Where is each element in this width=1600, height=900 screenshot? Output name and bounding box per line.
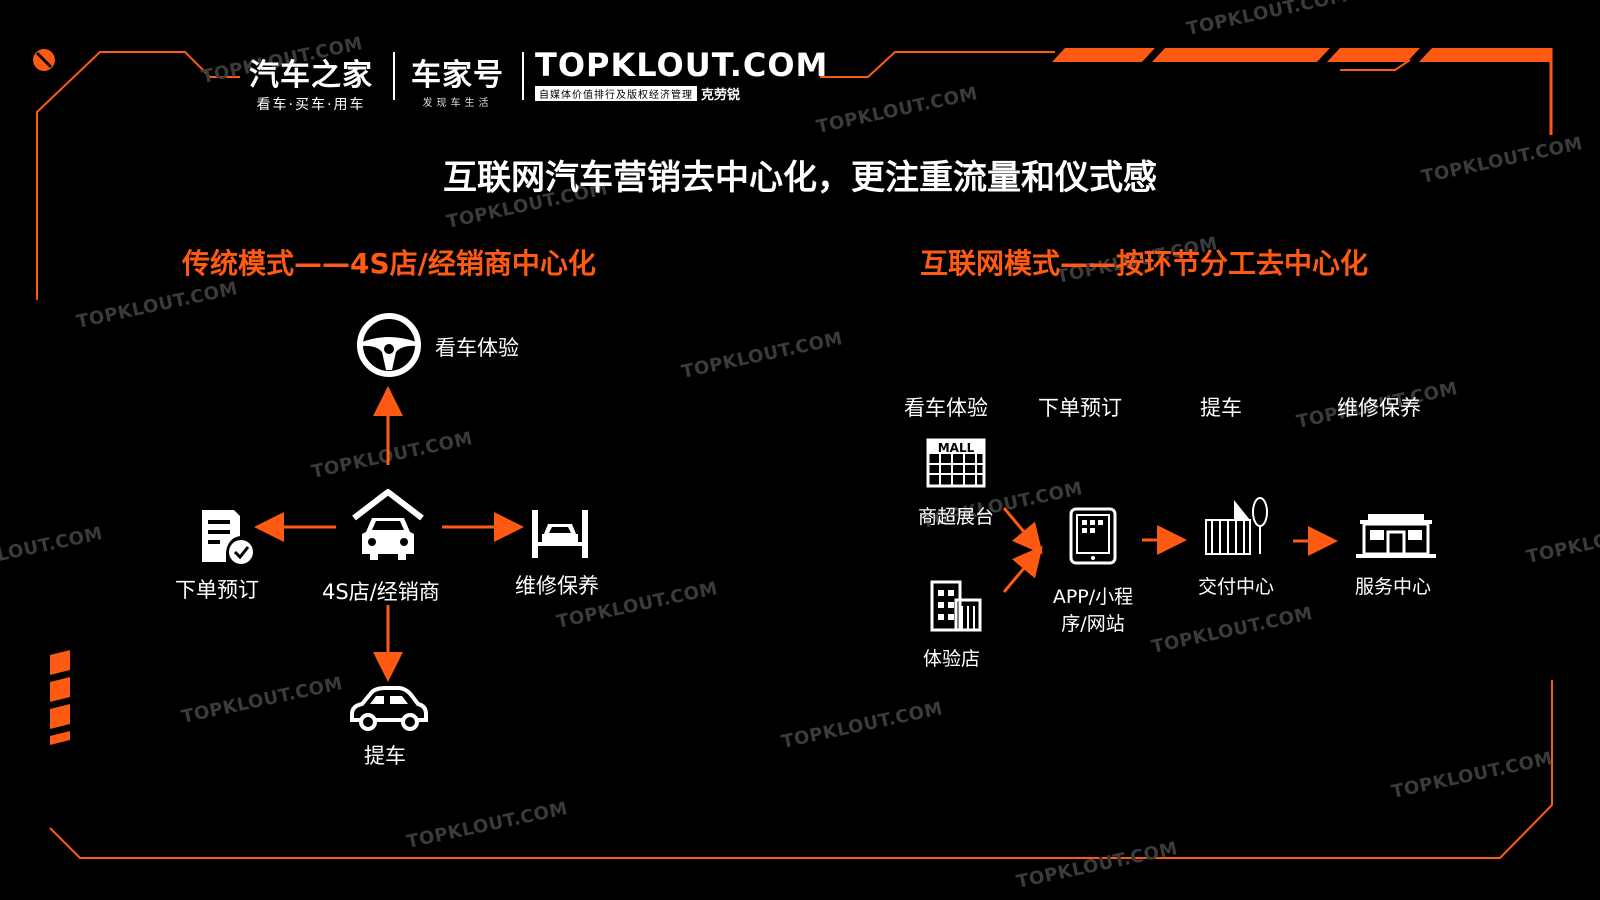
mall-sign-text: MALL: [938, 441, 975, 455]
chejiahao-tagline: 发现车生活: [422, 98, 493, 109]
chejiahao-logo-text: 车家号: [411, 58, 504, 93]
steering-wheel-icon: [357, 313, 421, 377]
left-node-left-label: 下单预订: [175, 578, 259, 602]
mall-icon: MALL: [926, 438, 986, 488]
topklout-logo-text: TOPKLOUT.COM: [535, 46, 829, 84]
app-label: APP/小程 序/网站: [1040, 582, 1146, 636]
tablet-app-icon: [1069, 507, 1117, 565]
store-building-icon: [930, 580, 982, 632]
brand-topklout: TOPKLOUT.COM 自媒体价值排行及版权经济管理 克劳锐: [535, 46, 829, 103]
autohome-logo-text: 汽车之家: [249, 58, 373, 93]
topklout-tagline: 自媒体价值排行及版权经济管理: [535, 86, 697, 101]
left-center-label: 4S店/经销商: [322, 580, 440, 604]
stage-label: 看车体验: [904, 396, 988, 420]
app-label-line2: 序/网站: [1061, 613, 1125, 635]
left-node-bottom-label: 提车: [364, 744, 406, 768]
app-label-line1: APP/小程: [1052, 586, 1134, 608]
store-label: 体验店: [923, 648, 981, 670]
delivery-label: 交付中心: [1198, 576, 1275, 598]
right-section-title: 互联网模式——按环节分工去中心化: [920, 247, 1369, 280]
left-section-title: 传统模式——4S店/经销商中心化: [182, 247, 596, 280]
service-center-icon: [1356, 514, 1436, 558]
page-title: 互联网汽车营销去中心化，更注重流量和仪式感: [443, 158, 1157, 198]
brand-autohome: 汽车之家 看车·买车·用车: [246, 50, 376, 114]
mall-label: 商超展台: [918, 506, 995, 528]
brand-divider: [522, 52, 524, 100]
brand-chejiahao: 车家号 发现车生活: [405, 50, 510, 109]
stage-label: 下单预订: [1038, 396, 1122, 420]
autohome-tagline: 看车·买车·用车: [256, 97, 366, 113]
left-node-right-label: 维修保养: [515, 574, 599, 598]
car-lift-icon: [532, 510, 588, 558]
car-icon: [350, 686, 428, 731]
topklout-cn-name: 克劳锐: [701, 88, 741, 103]
service-label: 服务中心: [1355, 576, 1432, 598]
left-node-top-label: 看车体验: [435, 336, 519, 360]
order-document-icon: [202, 510, 253, 564]
delivery-center-icon: [1205, 497, 1268, 555]
brand-divider: [393, 52, 395, 100]
stage-label: 提车: [1200, 396, 1242, 420]
stage-label: 维修保养: [1337, 396, 1421, 420]
dealership-garage-icon: [352, 489, 424, 560]
